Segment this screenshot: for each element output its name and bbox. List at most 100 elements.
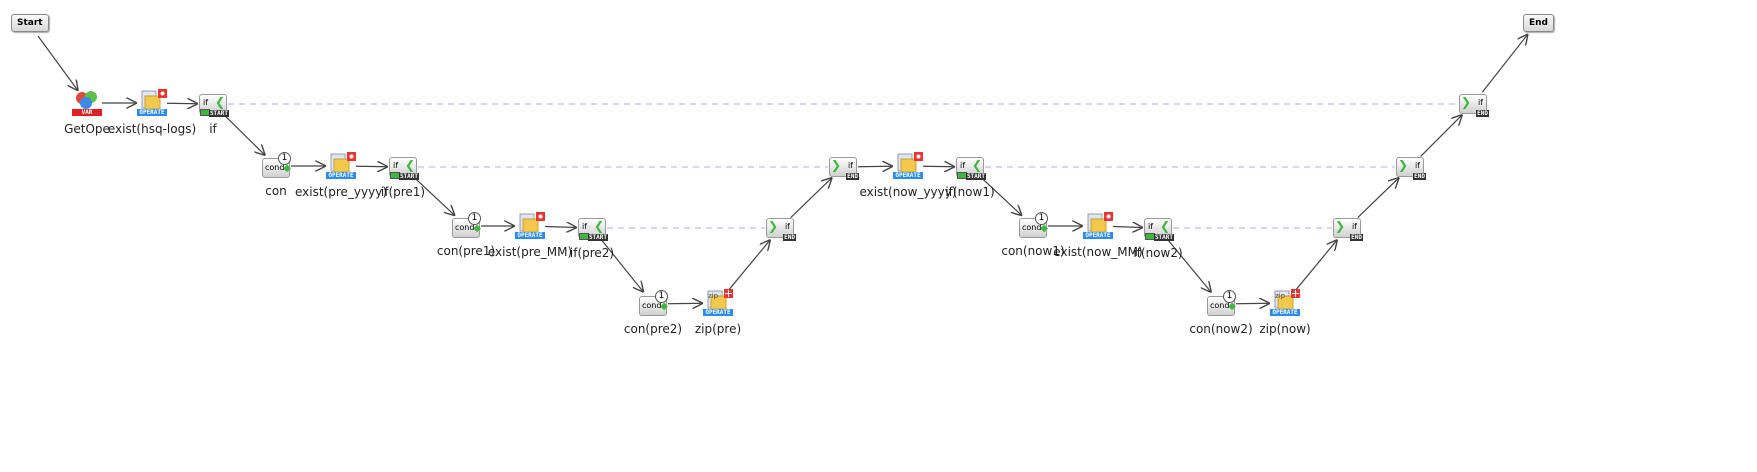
end-node[interactable]: End [1523,14,1554,32]
end-badge: END [1413,173,1426,180]
operate-badge: OPERATE [137,109,167,116]
cond-text: cond [1210,301,1230,310]
if-start-box: if ❮ [199,94,227,116]
node-label: if(now2) [1133,246,1183,260]
node-label: exist(hsq-logs) [107,122,197,136]
variable-icon [76,91,97,109]
var-badge: VAR [72,109,102,116]
end-arrow-icon: ❯ [831,158,842,172]
file-check-icon [330,152,356,173]
node-end_now1[interactable]: if❯END [1394,153,1426,181]
flow-edge [1235,303,1270,304]
node-if_now2[interactable]: if❮START [1142,214,1174,242]
cond-text: cond [642,301,662,310]
flow-edge [1481,34,1528,93]
start-badge: START [398,173,419,180]
file-check-icon [897,152,923,173]
node-if_now1[interactable]: if❮START [954,153,986,181]
flow-edge [1420,115,1463,157]
green-arrow-icon: ◆ [473,223,481,234]
if-text: if [203,98,209,107]
operate-badge: OPERATE [1083,232,1113,239]
node-if0[interactable]: if ❮START [197,90,229,118]
if-end-box: if ❯ [829,157,857,177]
loop-arrow-icon: ❮ [1159,219,1170,233]
node-label: if(now1) [945,185,995,199]
count-badge: 1 [1223,290,1236,303]
flow-edge [1294,240,1338,292]
operate-badge: OPERATE [1270,309,1300,316]
green-arrow-icon: ◆ [660,301,668,312]
flow-edge [37,35,78,91]
file-check-icon [519,212,545,233]
node-con_now1[interactable]: cond◆1 [1017,212,1049,240]
node-end0[interactable]: if❯END [1457,90,1489,118]
node-label: exist(pre_yyyy) [294,185,388,199]
flow-edge [413,176,455,215]
operate-badge: OPERATE [326,172,356,179]
if-end-box: if❯ [1459,94,1487,114]
node-end_pre1[interactable]: if ❯ END [827,153,859,181]
node-label: con [265,184,287,198]
zip-file-icon [707,289,733,310]
end-badge: END [1350,234,1363,241]
operate-badge: OPERATE [893,172,923,179]
file-check-icon [141,89,167,110]
if-end-box: if ❯ [766,218,794,238]
node-label: if(pre1) [380,185,426,199]
node-label: con(now1) [1001,244,1065,258]
cond-text: cond [455,223,475,232]
node-con0[interactable]: cond◆1 [260,152,292,180]
end-badge: END [846,173,859,180]
node-exist_now_mm[interactable]: OPERATE [1082,212,1114,240]
node-con_pre1[interactable]: cond◆1 [450,212,482,240]
node-label: exist(now_yyyy) [859,185,957,199]
end-arrow-icon: ❯ [1461,95,1472,109]
node-exist_hsq[interactable]: OPERATE [136,89,168,117]
node-exist_pre_mm[interactable]: OPERATE [514,212,546,240]
count-badge: 1 [1035,212,1048,225]
loop-arrow-icon: ❮ [214,95,225,109]
green-arrow-icon: ◆ [1228,301,1236,312]
file-check-icon [1087,212,1113,233]
flow-edge [600,239,643,293]
operate-badge: OPERATE [703,309,733,316]
node-if_pre2[interactable]: if❮START [576,214,608,242]
if-end-box: if❯ [1396,157,1424,177]
cond-text: cond [265,163,285,172]
node-exist_now_yyyy[interactable]: OPERATE [892,152,924,180]
cond-text: cond [1022,223,1042,232]
node-if_pre1[interactable]: if❮START [387,153,419,181]
start-badge: START [208,110,229,117]
count-badge: 1 [278,152,291,165]
node-label: zip(now) [1259,322,1311,336]
node-label: con(pre2) [623,322,683,336]
if-text: if [960,161,966,170]
node-label: zip(pre) [694,322,742,336]
count-badge: 1 [655,290,668,303]
if-text: if [393,161,399,170]
end-arrow-icon: ❯ [768,219,779,233]
flow-edge [980,176,1022,215]
if-text: if [847,161,853,170]
zip-text: zip [708,292,719,300]
node-end_now2[interactable]: if❯END [1331,214,1363,242]
if-text: if [784,222,790,231]
flow-edge [1112,226,1143,227]
node-con_pre2[interactable]: cond◆1 [637,290,669,318]
node-getope[interactable]: VAR [71,89,103,117]
end-arrow-icon: ❯ [1335,219,1346,233]
count-badge: 1 [468,212,481,225]
if-start-box: if❮ [1144,218,1172,240]
node-exist_pre_yyyy[interactable]: OPERATE [325,152,357,180]
flow-edge [857,166,893,167]
start-node[interactable]: Start [11,14,49,32]
node-con_now2[interactable]: cond◆1 [1205,290,1237,318]
node-end_pre2[interactable]: if❯END [764,214,796,242]
start-badge: START [587,234,608,241]
node-label: exist(pre_MM) [487,245,573,259]
flow-edge [544,226,577,227]
